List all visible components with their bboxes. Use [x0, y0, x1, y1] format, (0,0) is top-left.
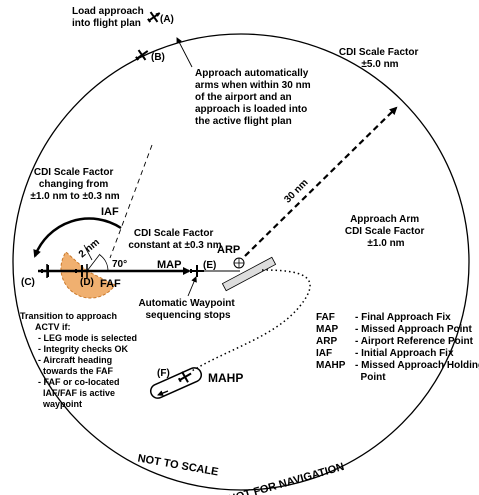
position-d: (D)	[80, 277, 94, 288]
legend-abbr: MAP	[316, 324, 339, 335]
legend-desc: Point	[355, 372, 386, 383]
arp-label: ARP	[217, 244, 240, 256]
arp-symbol	[233, 257, 245, 269]
position-b: (B)	[151, 52, 165, 63]
transition-title: Transition to approach ACTV if:	[20, 311, 120, 332]
legend-desc: - Airport Reference Point	[355, 336, 474, 347]
faf-label: FAF	[100, 278, 121, 290]
inbound-dashed-line	[109, 144, 153, 259]
auto-seq-leader	[187, 276, 197, 297]
two-nm-leader	[83, 244, 93, 261]
iaf-label: IAF	[101, 206, 119, 218]
cdi-top-label: CDI Scale Factor ±5.0 nm	[339, 47, 421, 70]
map-label: MAP	[157, 259, 181, 271]
holding-arrow	[157, 390, 169, 396]
airplane-icon-a	[147, 11, 161, 23]
not-for-navigation-label: NOT FOR NAVIGATION	[227, 461, 346, 495]
transition-item: - Aircraft heading towards the FAF	[38, 355, 115, 376]
thirty-nm-radius	[244, 106, 398, 257]
legend: FAF - Final Approach Fix MAP - Missed Ap…	[316, 312, 479, 383]
auto-arm-leader	[176, 37, 193, 68]
approach-arm-circle	[12, 33, 470, 491]
legend-abbr: MAHP	[316, 360, 346, 371]
airplane-icon-e	[190, 265, 204, 277]
position-f: (F)	[157, 368, 170, 379]
thirty-nm-label: 30 nm	[282, 177, 310, 205]
angle-label: 70°	[112, 259, 127, 270]
load-approach-label: Load approach into flight plan	[72, 6, 146, 29]
runway	[221, 256, 277, 292]
missed-approach-path	[189, 269, 311, 373]
not-to-scale-label: NOT TO SCALE	[137, 453, 220, 479]
cdi-constant-label: CDI Scale Factor constant at ±0.3 nm	[128, 228, 221, 251]
airplane-icon-b	[135, 49, 149, 61]
legend-abbr: FAF	[316, 312, 335, 323]
iaf-arc	[33, 217, 122, 258]
legend-desc: - Missed Approach Holding	[355, 360, 479, 371]
approach-arm-label: Approach Arm CDI Scale Factor ±1.0 nm	[345, 214, 427, 249]
cdi-changing-label: CDI Scale Factor changing from ±1.0 nm t…	[30, 167, 119, 202]
legend-desc: - Final Approach Fix	[355, 312, 451, 323]
transition-item: - LEG mode is selected	[38, 333, 137, 343]
transition-item: - FAF or co-located IAF/FAF is active wa…	[38, 377, 122, 409]
legend-abbr: ARP	[316, 336, 337, 347]
airplane-icon-d	[75, 265, 89, 277]
transition-zone-sector	[60, 251, 116, 299]
auto-seq-label: Automatic Waypoint sequencing stops	[138, 298, 237, 321]
airplane-icon-c	[41, 265, 55, 277]
position-a: (A)	[160, 14, 174, 25]
angle-line	[86, 253, 101, 272]
airplane-icon-f	[177, 371, 192, 383]
legend-abbr: IAF	[316, 348, 332, 359]
angle-arc	[99, 254, 109, 272]
legend-desc: - Initial Approach Fix	[355, 348, 454, 359]
position-e: (E)	[203, 260, 216, 271]
transition-item: - Integrity checks OK	[38, 344, 129, 354]
holding-pattern	[149, 367, 203, 399]
position-c: (C)	[21, 277, 35, 288]
mahp-label: MAHP	[208, 371, 243, 385]
legend-desc: - Missed Approach Point	[355, 324, 473, 335]
auto-arm-label: Approach automatically arms when within …	[195, 68, 313, 127]
